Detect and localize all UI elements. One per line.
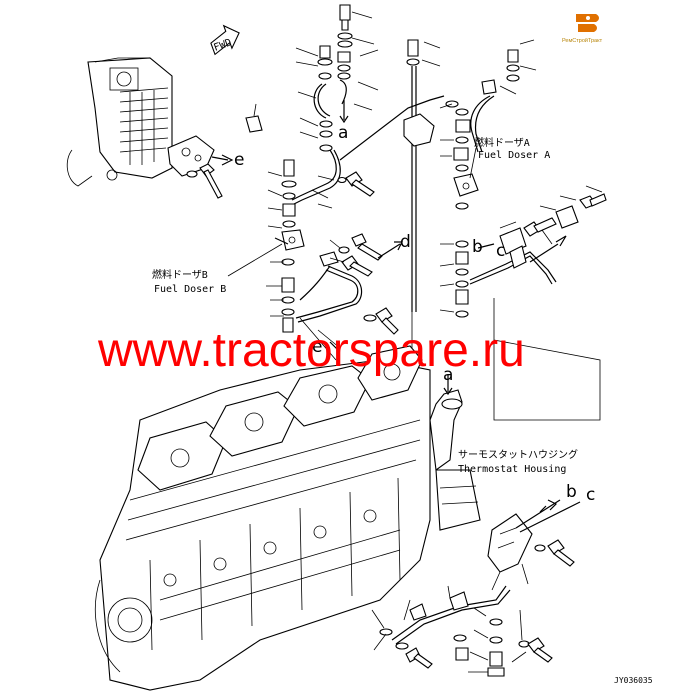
engine-block — [95, 345, 431, 691]
turbo-housing — [66, 57, 173, 187]
doser-b-en: Fuel Doser B — [154, 284, 226, 295]
thermostat-housing — [429, 389, 481, 531]
company-logo — [576, 14, 599, 32]
doser-a-jp: 燃料ドーザA — [474, 136, 530, 149]
bottom-pipe-assembly — [371, 585, 553, 677]
doser-a-assembly — [403, 39, 537, 312]
pipe-d — [295, 233, 383, 323]
watermark-text: www.tractorspare.ru — [97, 324, 525, 377]
callout-b-low: b — [566, 482, 577, 502]
thermostat-jp: サーモスタットハウジング — [458, 448, 578, 461]
callout-e-top: e — [234, 150, 244, 170]
drawing-code: JY036035 — [614, 676, 653, 685]
doser-a-lower — [439, 185, 607, 318]
callout-c-low: c — [586, 485, 595, 505]
doser-b-fittings — [266, 258, 399, 335]
callout-b-right: b — [472, 237, 483, 257]
thermostat-en: Thermostat Housing — [458, 464, 566, 475]
callout-d: d — [400, 232, 411, 252]
sleeve — [245, 115, 263, 133]
upper-hose-assembly — [295, 4, 379, 152]
fwd-arrow-icon — [210, 24, 240, 56]
callout-c-right: c — [496, 241, 505, 261]
bolt-group-b — [311, 171, 375, 209]
doser-b-assembly — [267, 159, 305, 251]
callout-a-top: a — [338, 123, 348, 143]
callout-e-mid: e — [312, 337, 322, 357]
callout-a-mid: a — [443, 365, 453, 385]
doser-a-en: Fuel Doser A — [478, 150, 550, 161]
lower-right-bracket — [487, 499, 581, 591]
logo-text: РемСтройТракт — [562, 37, 603, 44]
bolt-group-a — [186, 163, 223, 199]
doser-b-jp: 燃料ドーザB — [152, 268, 208, 281]
